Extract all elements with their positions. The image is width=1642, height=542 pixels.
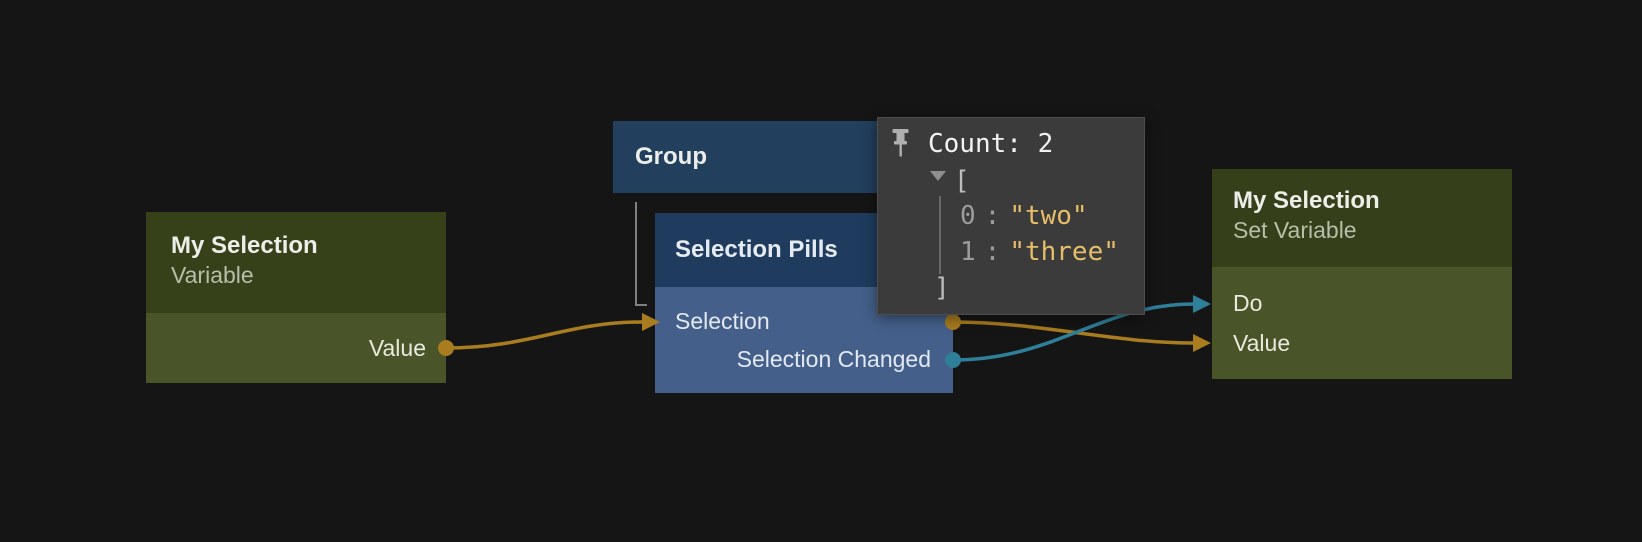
array-close-bracket: ] <box>934 273 950 303</box>
wire-value-to-selection <box>445 320 643 350</box>
array-item: 1 : "three" <box>960 234 1119 270</box>
array-item-separator: : <box>984 237 1001 267</box>
node-body: Do Value <box>1212 267 1512 379</box>
node-body: Value <box>146 313 446 383</box>
arrowhead-do-input <box>1193 295 1211 313</box>
node-header: My Selection Variable <box>146 212 446 313</box>
value-inspector-tooltip[interactable]: Count: 2 [ 0 : "two" 1 : "three" ] <box>877 117 1145 315</box>
array-item: 0 : "two" <box>960 198 1088 234</box>
node-title: Selection Pills <box>675 236 838 263</box>
node-title: My Selection <box>171 232 318 259</box>
array-item-separator: : <box>984 201 1001 231</box>
node-subtitle: Variable <box>171 262 254 288</box>
pushpin-icon[interactable] <box>892 129 909 159</box>
triangle-down-icon[interactable] <box>930 171 946 181</box>
node-title: My Selection <box>1233 187 1380 214</box>
tree-guide-line <box>939 196 941 274</box>
array-item-value: "three" <box>1009 237 1119 267</box>
array-open-bracket: [ <box>954 166 970 196</box>
array-item-index: 0 <box>960 201 976 231</box>
output-port-label-value: Value <box>368 334 426 361</box>
node-subtitle: Set Variable <box>1233 217 1357 243</box>
node-header: My Selection Set Variable <box>1212 169 1512 267</box>
tooltip-count-label: Count: 2 <box>928 129 1054 159</box>
group-title: Group <box>635 143 707 170</box>
wire-selection-to-value <box>952 320 1194 345</box>
input-port-label-do: Do <box>1233 289 1263 316</box>
node-body: Selection Selection Changed <box>655 287 953 393</box>
input-port-label-selection: Selection <box>675 307 770 334</box>
input-port-label-value: Value <box>1233 329 1291 356</box>
group-child-connector-line <box>635 202 647 306</box>
output-port-label-selection-changed: Selection Changed <box>736 345 931 372</box>
array-item-value: "two" <box>1009 201 1088 231</box>
node-set-variable-my-selection[interactable]: My Selection Set Variable Do Value <box>1212 169 1512 379</box>
array-item-index: 1 <box>960 237 976 267</box>
node-variable-my-selection[interactable]: My Selection Variable Value <box>146 212 446 383</box>
arrowhead-value-input <box>1193 334 1211 352</box>
